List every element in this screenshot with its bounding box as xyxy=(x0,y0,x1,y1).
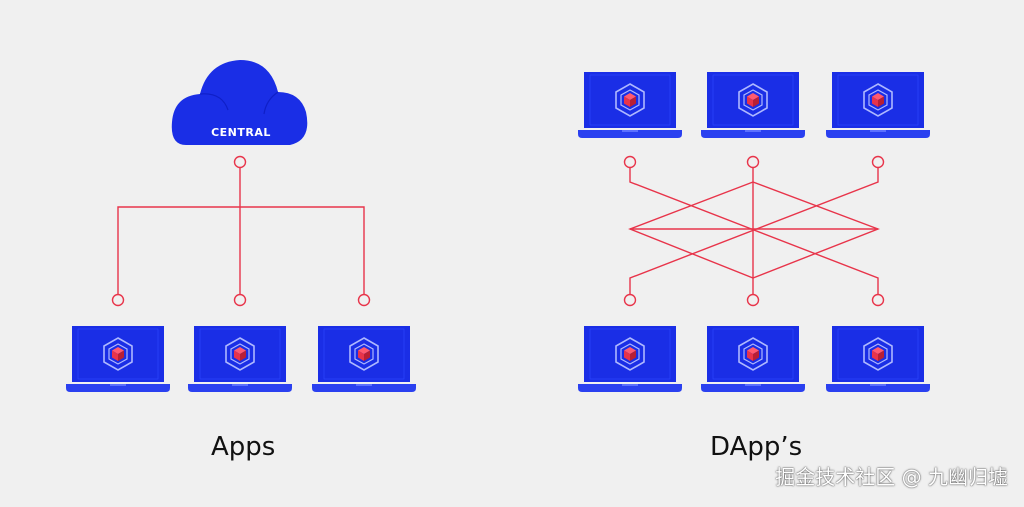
watermark: 掘金技术社区 @ 九幽归墟 xyxy=(775,465,1008,489)
central-connectors xyxy=(111,155,371,307)
laptop-icon xyxy=(826,326,930,392)
central-cloud: CENTRAL xyxy=(171,60,308,145)
laptop-icon xyxy=(66,326,170,392)
cloud-icon xyxy=(171,60,308,145)
circle-node-icon xyxy=(233,155,247,169)
circle-node-icon xyxy=(746,155,760,169)
laptop-icon xyxy=(578,72,682,138)
cloud-label: CENTRAL xyxy=(211,126,271,139)
peer-connectors xyxy=(623,155,885,307)
app-laptop-1 xyxy=(66,326,170,392)
circle-node-icon xyxy=(233,293,247,307)
app-laptop-3 xyxy=(312,326,416,392)
laptop-icon xyxy=(312,326,416,392)
apps-caption: Apps xyxy=(211,432,276,462)
laptop-icon xyxy=(188,326,292,392)
circle-node-icon xyxy=(357,293,371,307)
laptop-icon xyxy=(701,326,805,392)
dapp-bottom-laptop-1 xyxy=(578,326,682,392)
laptop-icon xyxy=(578,326,682,392)
dapp-bottom-laptop-3 xyxy=(826,326,930,392)
circle-node-icon xyxy=(623,155,637,169)
dapp-top-laptop-2 xyxy=(701,72,805,138)
laptop-icon xyxy=(701,72,805,138)
laptop-icon xyxy=(826,72,930,138)
dapp-bottom-laptop-2 xyxy=(701,326,805,392)
circle-node-icon xyxy=(111,293,125,307)
circle-node-icon xyxy=(871,155,885,169)
dapp-top-laptop-1 xyxy=(578,72,682,138)
dapps-caption: DApp’s xyxy=(710,432,803,462)
circle-node-icon xyxy=(746,293,760,307)
app-laptop-2 xyxy=(188,326,292,392)
circle-node-icon xyxy=(623,293,637,307)
circle-node-icon xyxy=(871,293,885,307)
dapp-top-laptop-3 xyxy=(826,72,930,138)
